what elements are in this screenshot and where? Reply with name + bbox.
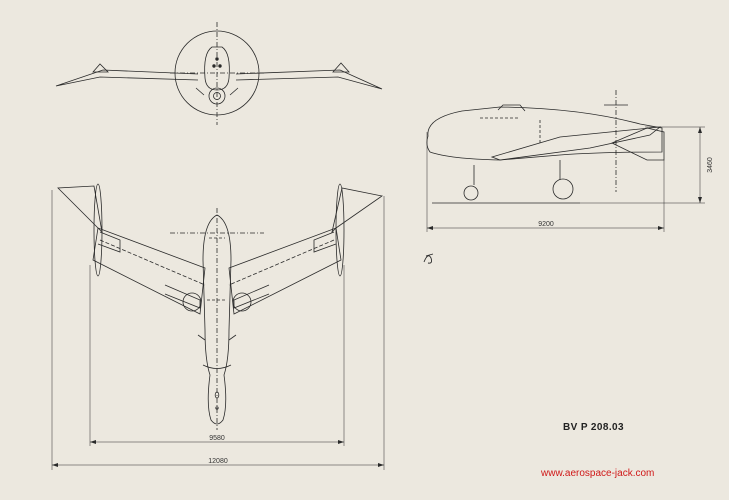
side-height-label: 3460	[707, 157, 714, 173]
side-nose-wheel	[463, 185, 479, 201]
top-wingspan-label: 12080	[208, 458, 228, 465]
side-fuselage	[426, 106, 663, 161]
top-right-wing	[228, 227, 342, 315]
top-left-wing	[92, 227, 206, 315]
side-canopy	[497, 104, 526, 112]
top-fuselage	[202, 214, 232, 425]
top-right-wingtip-fin	[331, 187, 383, 234]
top-left-wingtip-fin	[57, 185, 103, 234]
side-main-wheel	[552, 178, 574, 200]
front-fuselage	[204, 46, 230, 91]
front-view	[55, 22, 383, 125]
front-left-wing	[55, 69, 199, 87]
top-right-propeller	[335, 183, 345, 277]
aircraft-designation: BV P 208.03	[563, 422, 624, 433]
front-right-wing	[235, 69, 383, 90]
top-view	[51, 183, 385, 470]
top-inner-span-label: 9580	[209, 435, 225, 442]
stamp-mark	[423, 253, 434, 264]
source-watermark: www.aerospace-jack.com	[541, 468, 655, 479]
side-view	[426, 90, 705, 232]
side-wing	[490, 126, 662, 161]
side-length-label: 9200	[538, 221, 554, 228]
top-left-propeller	[93, 183, 103, 277]
side-tail-fin	[611, 127, 665, 161]
